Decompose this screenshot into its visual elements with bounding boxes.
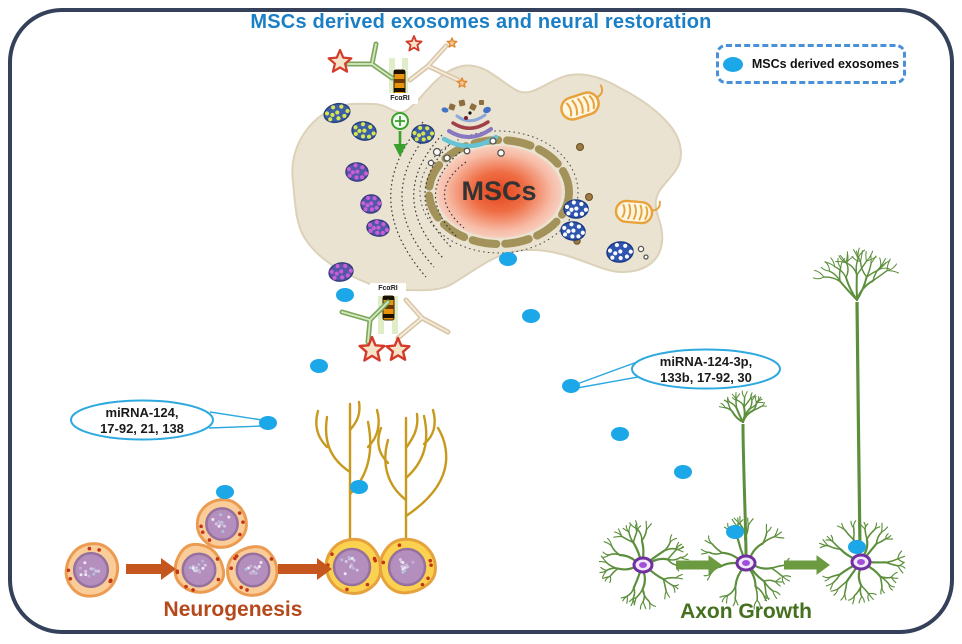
legend-box: MSCs derived exosomes (716, 44, 906, 84)
exosome-dot (499, 252, 517, 266)
antibody-icon (339, 299, 391, 345)
multivesicular-body-icon (323, 102, 351, 124)
neuron-icon (598, 520, 689, 610)
exosome-dot (350, 480, 368, 494)
stem-cell (173, 542, 226, 594)
mirna-right-line2: 133b, 17-92, 30 (660, 370, 752, 385)
multivesicular-body-icon (345, 162, 369, 182)
antigen-star-icon (385, 336, 411, 361)
antigen-star-icon (456, 77, 468, 88)
nucleus-label: MSCs (461, 176, 537, 206)
antibody-icon (395, 297, 451, 341)
golgi-vesicles-icon (441, 99, 491, 120)
multivesicular-body-icon (560, 221, 586, 241)
mirna-left-line2: 17-92, 21, 138 (100, 421, 184, 436)
exosome-dot (216, 485, 234, 499)
mirna-right-line1: miRNA-124-3p, (659, 354, 753, 369)
stem-cell (64, 542, 120, 598)
antibody-icon (345, 41, 395, 81)
callout-right (576, 348, 781, 390)
exosome-dot (562, 379, 580, 393)
stem-cell (324, 537, 383, 595)
dendrite-tree-icon (315, 400, 448, 547)
stem-cell (226, 545, 279, 597)
mirna-callout-left: miRNA-124, 17-92, 21, 138 (72, 405, 212, 437)
exosome-dot (726, 525, 744, 539)
multivesicular-body-icon (328, 262, 354, 282)
page-title: MSCs derived exosomes and neural restora… (250, 11, 712, 33)
mirna-callout-right: miRNA-124-3p, 133b, 17-92, 30 (634, 354, 778, 386)
process-arrow-icon (676, 555, 722, 575)
multivesicular-body-icon (351, 121, 377, 141)
nuclear-ribosome-ring-icon (419, 130, 579, 254)
axon-icon (855, 301, 862, 551)
mirna-left-line1: miRNA-124, (105, 405, 179, 420)
antibody-icon (407, 43, 461, 83)
antigen-star-icon (446, 37, 458, 48)
antibodies (327, 35, 468, 362)
process-arrow-icon (126, 558, 176, 580)
legend-label: MSCs derived exosomes (751, 57, 900, 71)
receptor-label-top: FcαRI (382, 93, 418, 104)
multivesicular-bodies (323, 102, 634, 282)
exosome-dot (522, 309, 540, 323)
antigen-star-icon (358, 335, 386, 362)
antigen-star-icon (327, 48, 353, 73)
vesicles-icon (427, 137, 649, 260)
exosomes (216, 252, 866, 554)
exosome-dot (259, 416, 277, 430)
multivesicular-body-icon (606, 241, 634, 263)
endoplasmic-reticulum-icon (390, 121, 467, 278)
exosome-legend-icon (722, 56, 743, 72)
axon-arbor-icon (718, 390, 767, 423)
multivesicular-body-icon (411, 124, 435, 144)
process-arrow-icon (278, 558, 332, 580)
multivesicular-body-icon (366, 219, 390, 237)
axon-growth-group (598, 247, 906, 610)
stem-cell (195, 498, 248, 549)
exosome-dot (336, 288, 354, 302)
multivesicular-body-icon (563, 199, 589, 219)
neurogenesis-label: Neurogenesis (163, 598, 303, 621)
neurogenesis-group (64, 400, 448, 598)
exosome-dot (310, 359, 328, 373)
axon-arbor-icon (812, 247, 900, 301)
exosome-dot (674, 465, 692, 479)
activation-arrow-icon (391, 112, 409, 157)
process-arrow-icon (784, 555, 830, 575)
exosome-dot (848, 540, 866, 554)
stem-cell (378, 537, 437, 595)
antigen-star-icon (405, 35, 423, 52)
receptor-label-bottom: FcαRI (370, 283, 406, 294)
callout-left (70, 399, 263, 441)
axon-growth-label: Axon Growth (680, 600, 812, 623)
nucleus (436, 146, 562, 238)
nuclear-envelope-icon (425, 136, 573, 248)
multivesicular-body-icon (360, 194, 382, 214)
neuron-icon (698, 515, 793, 610)
exosome-dot (611, 427, 629, 441)
neuron-icon (819, 520, 906, 605)
